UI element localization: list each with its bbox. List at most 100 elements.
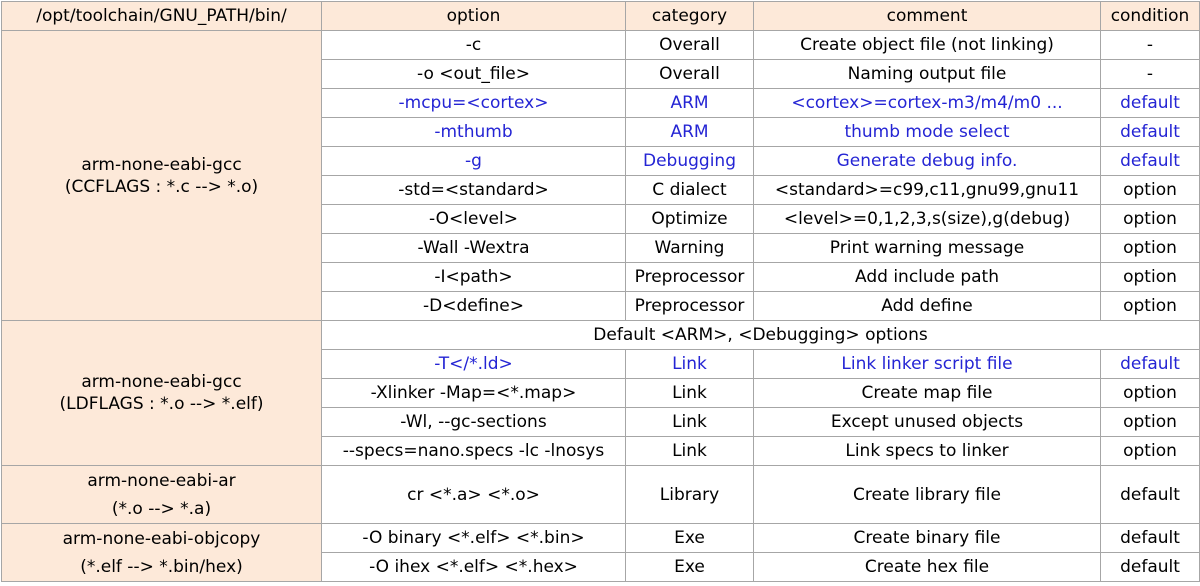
tool-name: arm-none-eabi-gcc [81, 154, 242, 175]
category-cell: Link [625, 407, 754, 437]
category-cell: Preprocessor [625, 262, 754, 292]
table-row: -o <out_file> Overall Naming output file… [2, 59, 1200, 89]
header-path: /opt/toolchain/GNU_PATH/bin/ [1, 1, 322, 31]
header-row: /opt/toolchain/GNU_PATH/bin/ option cate… [1, 1, 1200, 31]
option-cell: -I<path> [321, 262, 626, 292]
header-category: category [625, 1, 754, 31]
tool-flags: (LDFLAGS : *.o --> *.elf) [59, 394, 264, 414]
condition-cell: default [1100, 88, 1200, 118]
condition-cell: option [1100, 233, 1200, 263]
option-cell: -O<level> [321, 204, 626, 234]
comment-cell: Naming output file [753, 59, 1101, 89]
category-cell: Preprocessor [625, 291, 754, 321]
condition-cell: default [1100, 117, 1200, 147]
tool-name: arm-none-eabi-ar [87, 470, 236, 491]
condition-cell: option [1100, 378, 1200, 408]
category-cell: C dialect [625, 175, 754, 205]
table-row: arm-none-eabi-objcopy (*.elf --> *.bin/h… [1, 523, 1200, 582]
table-row: -Xlinker -Map=<*.map> Link Create map fi… [2, 378, 1200, 408]
option-cell: -Xlinker -Map=<*.map> [321, 378, 626, 408]
option-cell: -O binary <*.elf> <*.bin> [321, 523, 626, 553]
condition-cell: default [1100, 146, 1200, 176]
option-cell: -o <out_file> [321, 59, 626, 89]
condition-cell: - [1100, 59, 1200, 89]
comment-cell: Create map file [753, 378, 1101, 408]
category-cell: Overall [625, 30, 754, 60]
comment-cell: Create object file (not linking) [753, 30, 1101, 60]
header-option: option [321, 1, 626, 31]
category-cell: Warning [625, 233, 754, 263]
table-row: arm-none-eabi-ar (*.o --> *.a) cr <*.a> … [1, 465, 1200, 524]
comment-cell: Generate debug info. [753, 146, 1101, 176]
comment-cell: Add define [753, 291, 1101, 321]
tool-name: arm-none-eabi-gcc [81, 372, 242, 392]
condition-cell: option [1100, 262, 1200, 292]
tool-flags: (CCFLAGS : *.c --> *.o) [64, 176, 259, 197]
condition-cell: option [1100, 204, 1200, 234]
comment-cell: Create hex file [753, 552, 1101, 582]
tool-flags: (*.o --> *.a) [111, 498, 212, 519]
table-row: -O ihex <*.elf> <*.hex> Exe Create hex f… [2, 552, 1200, 582]
category-cell: ARM [625, 117, 754, 147]
comment-cell: Create binary file [753, 523, 1101, 553]
tool-name: arm-none-eabi-objcopy [62, 528, 261, 549]
condition-cell: option [1100, 436, 1200, 466]
condition-cell: option [1100, 291, 1200, 321]
table-row: arm-none-eabi-gcc (CCFLAGS : *.c --> *.o… [1, 30, 1200, 321]
option-cell: -D<define> [321, 291, 626, 321]
option-cell: --specs=nano.specs -lc -lnosys [321, 436, 626, 466]
option-cell: -Wall -Wextra [321, 233, 626, 263]
option-cell: -c [321, 30, 626, 60]
comment-cell: Link linker script file [753, 349, 1101, 379]
comment-cell: Create library file [753, 465, 1101, 524]
tool-cell-ar: arm-none-eabi-ar (*.o --> *.a) [1, 465, 322, 524]
condition-cell: default [1100, 349, 1200, 379]
table-row: -Wl, --gc-sections Link Except unused ob… [2, 407, 1200, 437]
comment-cell: <level>=0,1,2,3,s(size),g(debug) [753, 204, 1101, 234]
table-row: -std=<standard> C dialect <standard>=c99… [2, 175, 1200, 205]
option-cell: cr <*.a> <*.o> [321, 465, 626, 524]
tool-cell-objcopy: arm-none-eabi-objcopy (*.elf --> *.bin/h… [1, 523, 322, 582]
option-cell: -g [321, 146, 626, 176]
category-cell: Overall [625, 59, 754, 89]
condition-cell: default [1100, 552, 1200, 582]
category-cell: Link [625, 378, 754, 408]
comment-cell: Add include path [753, 262, 1101, 292]
table-row: arm-none-eabi-gcc (LDFLAGS : *.o --> *.e… [1, 320, 1200, 466]
comment-cell: Link specs to linker [753, 436, 1101, 466]
condition-cell: default [1100, 523, 1200, 553]
comment-cell: <standard>=c99,c11,gnu99,gnu11 [753, 175, 1101, 205]
option-cell: -std=<standard> [321, 175, 626, 205]
category-cell: Exe [625, 552, 754, 582]
option-cell: -mcpu=<cortex> [321, 88, 626, 118]
comment-cell: <cortex>=cortex-m3/m4/m0 ... [753, 88, 1101, 118]
option-cell: -Wl, --gc-sections [321, 407, 626, 437]
category-cell: Optimize [625, 204, 754, 234]
tool-flags: (*.elf --> *.bin/hex) [80, 556, 243, 577]
table-row: -mcpu=<cortex> ARM <cortex>=cortex-m3/m4… [2, 88, 1200, 118]
comment-cell: thumb mode select [753, 117, 1101, 147]
default-options-note: Default <ARM>, <Debugging> options [321, 320, 1200, 350]
option-cell: -T</*.ld> [321, 349, 626, 379]
category-cell: Link [625, 436, 754, 466]
condition-cell: default [1100, 465, 1200, 524]
comment-cell: Print warning message [753, 233, 1101, 263]
table-row: -T</*.ld> Link Link linker script file d… [2, 349, 1200, 379]
category-cell: Link [625, 349, 754, 379]
category-cell: ARM [625, 88, 754, 118]
table-row: -I<path> Preprocessor Add include path o… [2, 262, 1200, 292]
category-cell: Exe [625, 523, 754, 553]
condition-cell: option [1100, 175, 1200, 205]
table-row: -mthumb ARM thumb mode select default [2, 117, 1200, 147]
header-condition: condition [1100, 1, 1200, 31]
condition-cell: - [1100, 30, 1200, 60]
option-cell: -mthumb [321, 117, 626, 147]
category-cell: Debugging [625, 146, 754, 176]
comment-cell: Except unused objects [753, 407, 1101, 437]
header-comment: comment [753, 1, 1101, 31]
tool-cell-gcc-compile: arm-none-eabi-gcc (CCFLAGS : *.c --> *.o… [1, 30, 322, 321]
category-cell: Library [625, 465, 754, 524]
tool-cell-gcc-link: arm-none-eabi-gcc (LDFLAGS : *.o --> *.e… [1, 320, 322, 466]
option-cell: -O ihex <*.elf> <*.hex> [321, 552, 626, 582]
